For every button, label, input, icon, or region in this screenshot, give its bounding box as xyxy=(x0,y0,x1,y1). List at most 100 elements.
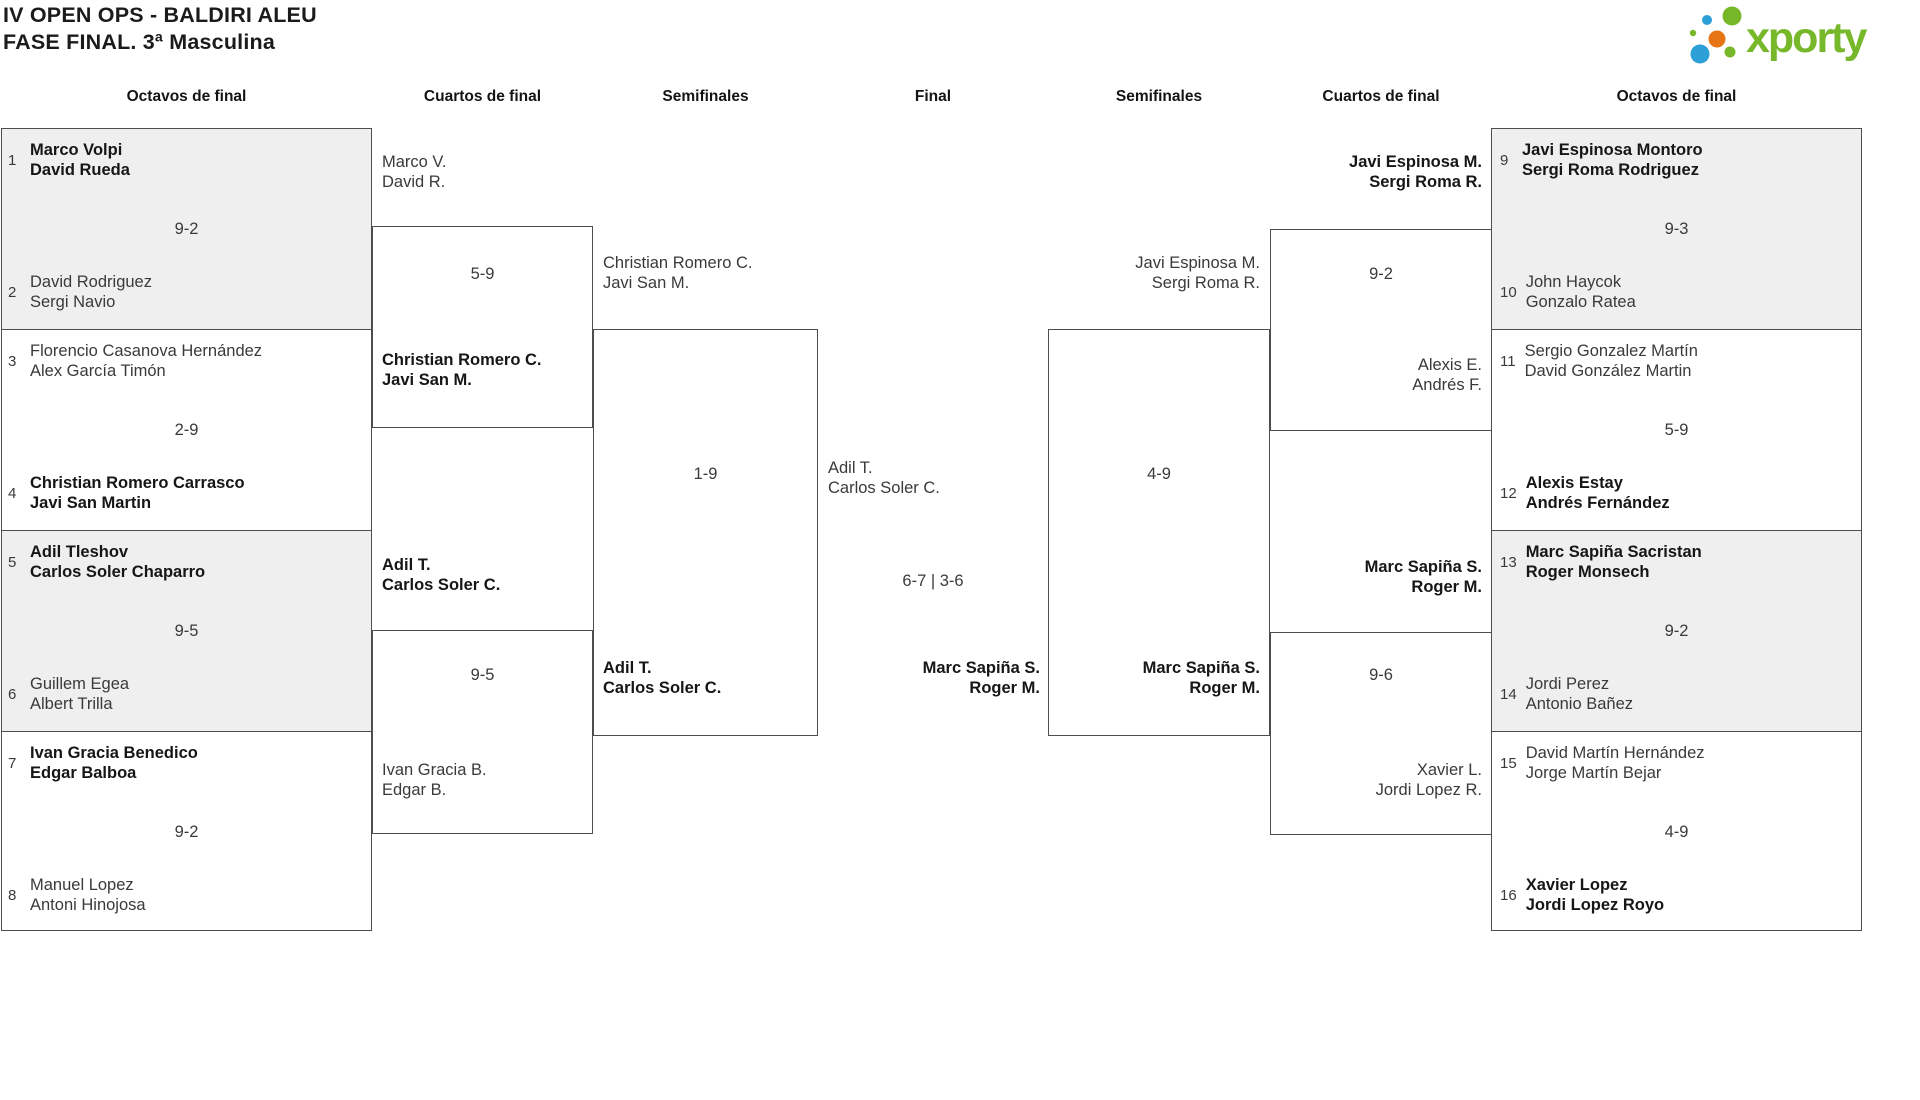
team-name: Andrés Fernández xyxy=(1525,493,1670,512)
team-pair: Alexis E.Andrés F. xyxy=(1282,356,1482,395)
team-name: Adil T. xyxy=(382,556,431,574)
team-name: Sergi Navio xyxy=(30,292,116,311)
round-header-cuartos-left: Cuartos de final xyxy=(423,88,542,105)
team-name: Christian Romero C. xyxy=(382,351,542,369)
seed-number: 12 xyxy=(1500,485,1517,502)
r16-match-box-7 xyxy=(1491,530,1862,732)
team-name: David Martín Hernández xyxy=(1525,744,1705,762)
team-name: Guillem Egea xyxy=(30,675,130,693)
team-pair: Christian Romero C.Javi San M. xyxy=(603,254,752,293)
team-name: Florencio Casanova Hernández xyxy=(30,342,263,360)
team-name: Sergi Roma R. xyxy=(1151,273,1260,292)
team-name: Carlos Soler C. xyxy=(382,575,501,594)
team-pair: Adil T.Carlos Soler C. xyxy=(603,659,721,698)
team-name: David Rodriguez xyxy=(30,273,152,291)
seed-number: 10 xyxy=(1500,284,1517,301)
team-pair: Marc Sapiña S.Roger M. xyxy=(1282,558,1482,597)
team-name: Javi Espinosa M. xyxy=(1349,153,1482,171)
round-header-octavos-right: Octavos de final xyxy=(1616,88,1737,105)
team-name: Javi San M. xyxy=(382,370,472,389)
qf-match-box-right-1 xyxy=(1270,229,1492,431)
team-pair: Adil T.Carlos Soler C. xyxy=(828,459,940,498)
team-name: Javi San M. xyxy=(603,273,690,292)
team-name: Marc Sapiña S. xyxy=(922,659,1040,677)
team-name: Andrés F. xyxy=(1412,375,1482,394)
round-header-semis-left: Semifinales xyxy=(662,88,749,105)
match-score: 2-9 xyxy=(174,421,199,439)
match-score: 4-9 xyxy=(1147,465,1171,483)
seed-number: 7 xyxy=(8,755,17,772)
qf-match-box-left-2 xyxy=(372,630,593,834)
team-name: John Haycok xyxy=(1525,273,1622,291)
xporty-logo-icon: xporty xyxy=(1689,6,1870,64)
team-name: Marco V. xyxy=(382,153,447,171)
sf-match-box-left xyxy=(593,329,818,736)
match-score: 5-9 xyxy=(470,265,495,283)
match-score: 9-3 xyxy=(1664,220,1689,238)
team-name: Sergio Gonzalez Martín xyxy=(1524,342,1698,360)
match-score: 6-7 | 3-6 xyxy=(902,572,964,590)
team-name: Roger M. xyxy=(1411,577,1482,596)
match-score: 4-9 xyxy=(1664,823,1689,841)
sf-match-box-right xyxy=(1048,329,1270,736)
team-name: Xavier L. xyxy=(1416,761,1482,779)
round-header-octavos-left: Octavos de final xyxy=(126,88,247,105)
team-name: David González Martin xyxy=(1524,361,1692,380)
xporty-logo[interactable]: xporty xyxy=(1686,1,1912,70)
seed-number: 16 xyxy=(1500,887,1517,904)
seed-number: 5 xyxy=(8,554,17,571)
team-pair: Ivan Gracia B.Edgar B. xyxy=(382,761,487,800)
match-score: 9-2 xyxy=(174,220,199,238)
seed-number: 15 xyxy=(1500,755,1517,772)
team-name: Roger Monsech xyxy=(1525,562,1650,581)
team-pair: Marco V.David R. xyxy=(382,153,447,192)
team-name: Javi Espinosa M. xyxy=(1135,254,1260,272)
team-name: Christian Romero Carrasco xyxy=(30,474,245,492)
team-name: Albert Trilla xyxy=(30,694,113,713)
team-name: David R. xyxy=(382,172,446,191)
team-name: Marco Volpi xyxy=(30,141,123,159)
team-name: Ivan Gracia B. xyxy=(382,761,487,779)
round-header-cuartos-right: Cuartos de final xyxy=(1322,88,1440,105)
team-name: Roger M. xyxy=(969,678,1040,697)
team-pair: Xavier L.Jordi Lopez R. xyxy=(1282,761,1482,800)
r16-match-box-5 xyxy=(1491,128,1862,330)
match-score: 9-2 xyxy=(1664,622,1689,640)
team-name: Edgar Balboa xyxy=(30,763,137,782)
team-name: Carlos Soler C. xyxy=(603,678,722,697)
team-name: Gonzalo Ratea xyxy=(1525,292,1636,311)
match-score: 9-6 xyxy=(1369,666,1393,684)
team-name: Adil T. xyxy=(603,659,652,677)
seed-number: 9 xyxy=(1500,152,1509,169)
team-name: Jordi Lopez R. xyxy=(1375,780,1482,799)
team-name: Carlos Soler C. xyxy=(828,478,940,497)
team-pair: Marc Sapiña S.Roger M. xyxy=(848,659,1040,698)
r16-match-box-2 xyxy=(1,329,372,531)
team-pair: Christian Romero C.Javi San M. xyxy=(382,351,542,390)
seed-number: 13 xyxy=(1500,554,1517,571)
tournament-subtitle: FASE FINAL. 3ª Masculina xyxy=(3,30,276,54)
seed-number: 2 xyxy=(8,284,17,301)
seed-number: 6 xyxy=(8,686,17,703)
team-name: Alexis Estay xyxy=(1525,474,1623,492)
seed-number: 11 xyxy=(1500,353,1516,370)
team-name: Marc Sapiña S. xyxy=(1364,558,1482,576)
match-score: 1-9 xyxy=(693,465,718,483)
team-name: Alex García Timón xyxy=(30,361,166,380)
team-name: Carlos Soler Chaparro xyxy=(30,562,206,581)
team-name: Christian Romero C. xyxy=(603,254,753,272)
team-name: Marc Sapiña S. xyxy=(1142,659,1260,677)
match-score: 9-2 xyxy=(174,823,199,841)
seed-number: 3 xyxy=(8,353,17,370)
round-header-final: Final xyxy=(914,88,952,105)
team-name: Ivan Gracia Benedico xyxy=(30,744,198,762)
